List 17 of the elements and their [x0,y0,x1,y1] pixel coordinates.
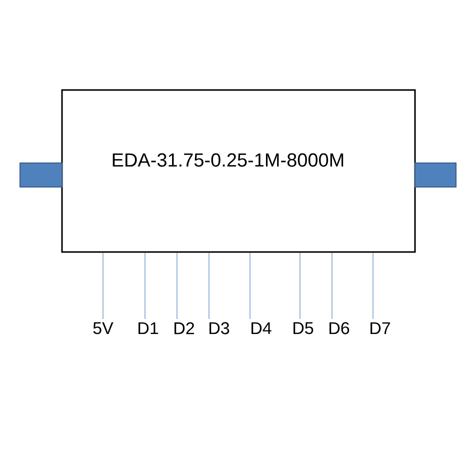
pin-lead [144,252,146,320]
pin-label: D2 [174,322,194,334]
pin-lead [372,252,374,320]
pin-label: D5 [294,322,314,334]
pin-label: 5V [93,322,114,334]
connector-stub [414,162,456,188]
pin-label: D3 [210,322,230,334]
pin-lead [102,252,104,320]
connector-stub [20,162,62,188]
pin-label: D6 [330,322,350,334]
pin-lead [176,252,178,320]
pin-label: D1 [138,322,158,334]
pin-lead [208,252,210,320]
device-label: EDA-31.75-0.25-1M-8000M [112,153,344,167]
pin-label: D4 [252,322,272,334]
attenuator-box [61,89,416,253]
pin-label: D7 [370,322,390,334]
